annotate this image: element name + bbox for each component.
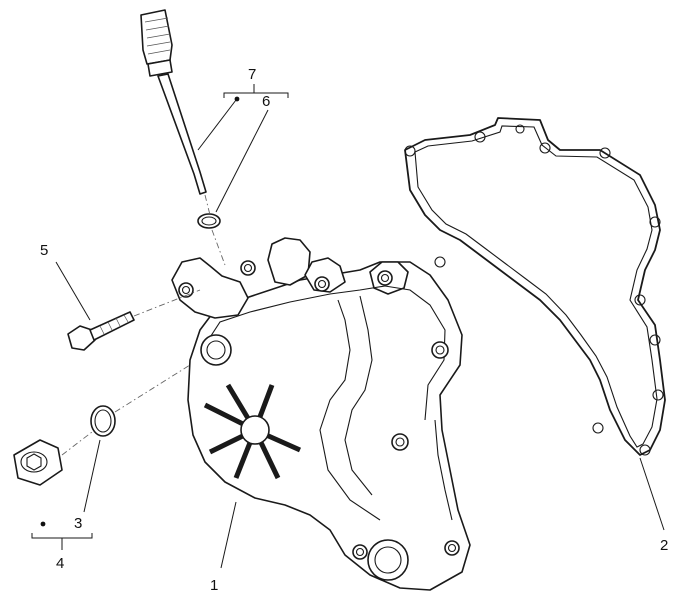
bolt xyxy=(67,311,135,351)
callout-5: 5 xyxy=(40,242,48,259)
cover-fins xyxy=(203,383,302,480)
assembly-axes xyxy=(61,194,226,456)
dot-marker-4 xyxy=(40,521,46,527)
callout-7: 7 xyxy=(248,66,256,83)
dot-marker-7 xyxy=(234,96,240,102)
callout-6: 6 xyxy=(262,93,270,110)
drain-plug xyxy=(13,439,63,486)
engine-cover xyxy=(171,237,471,591)
gasket xyxy=(404,117,666,456)
o-ring-upper xyxy=(197,213,221,229)
gasket-bolt-holes xyxy=(404,124,664,456)
callout-1: 1 xyxy=(210,577,218,594)
dipstick xyxy=(140,9,207,195)
leader-lines xyxy=(31,84,665,569)
o-ring-lower xyxy=(90,405,116,437)
callout-2: 2 xyxy=(660,537,668,554)
callout-4: 4 xyxy=(56,555,64,572)
callout-3: 3 xyxy=(74,515,82,532)
